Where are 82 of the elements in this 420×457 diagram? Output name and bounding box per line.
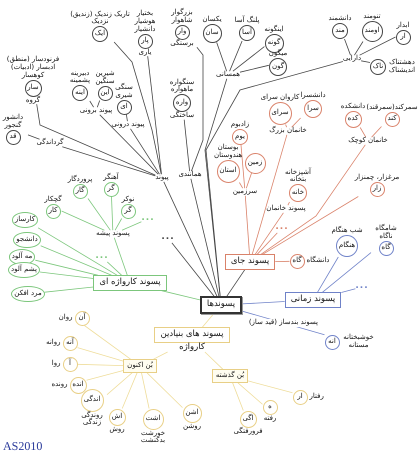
- connector-line: [239, 182, 244, 189]
- connector-line: [288, 202, 290, 206]
- category-box: پسوند کارواژه ای: [93, 275, 167, 291]
- connector-line: [106, 372, 132, 396]
- connector-line: [322, 252, 372, 293]
- connector-line: [86, 370, 124, 381]
- ellipsis-mark: ...: [355, 282, 369, 292]
- ellipsis-mark: ...: [141, 214, 155, 224]
- box-caption: کارواژه: [179, 342, 205, 352]
- connector-line: [202, 313, 214, 328]
- ellipsis-mark: ...: [161, 233, 175, 243]
- connector-line: [114, 42, 162, 175]
- connector-line: [256, 232, 278, 255]
- signature-text: AS2010: [3, 440, 42, 454]
- connector-line: [96, 100, 100, 108]
- connector-line: [190, 178, 220, 297]
- connector-line: [38, 227, 118, 276]
- category-box: پسوند های بنیادین: [154, 327, 230, 343]
- connector-line: [161, 290, 200, 300]
- root-box: پسوندها: [200, 296, 242, 314]
- connector-line: [99, 114, 159, 175]
- connector-line: [232, 46, 265, 72]
- connector-line: [232, 382, 244, 411]
- connector-line: [291, 118, 301, 128]
- connector-line: [163, 181, 218, 297]
- connector-line: [153, 352, 168, 360]
- connector-line: [285, 124, 287, 128]
- connector-line: [191, 46, 204, 172]
- connector-line: [240, 144, 246, 189]
- connector-line: [354, 41, 364, 56]
- connector-line: [262, 196, 359, 255]
- connector-line: [184, 119, 190, 172]
- connector-line: [204, 352, 224, 370]
- connector-line: [248, 380, 293, 394]
- connector-line: [122, 372, 138, 409]
- connector-line: [61, 210, 105, 231]
- connector-line: [40, 272, 94, 279]
- connector-line: [122, 221, 142, 231]
- connector-line: [226, 269, 246, 297]
- connector-line: [229, 40, 242, 72]
- connector-line: [360, 127, 366, 138]
- connector-line: [44, 286, 94, 293]
- connector-line: [274, 260, 290, 262]
- connector-line: [359, 36, 396, 56]
- connector-line: [146, 372, 183, 408]
- connector-line: [238, 382, 263, 405]
- connector-line: [240, 64, 270, 73]
- connector-line: [106, 262, 122, 276]
- connector-line: [36, 104, 156, 176]
- connector-line: [130, 128, 160, 175]
- connector-line: [244, 195, 250, 255]
- category-box: پسوند جای: [224, 254, 276, 270]
- ellipsis-mark: ...: [275, 223, 289, 233]
- connector-line: [371, 126, 382, 138]
- connector-line: [340, 288, 356, 293]
- connector-line: [246, 172, 252, 189]
- connector-line: [89, 100, 94, 108]
- connector-line: [114, 218, 122, 231]
- connector-line: [114, 237, 128, 276]
- connector-line: [344, 38, 351, 56]
- connector-line: [260, 144, 366, 255]
- connector-line: [28, 134, 40, 140]
- connector-line: [62, 146, 156, 176]
- connector-line: [111, 196, 114, 231]
- connector-line: [40, 245, 112, 276]
- ellipsis-mark: ...: [95, 252, 109, 262]
- connector-line: [88, 198, 111, 231]
- connector-line: [242, 301, 286, 304]
- connector-line: [216, 42, 228, 72]
- connector-line: [360, 60, 370, 63]
- connector-line: [206, 61, 344, 297]
- connector-line: [147, 56, 162, 175]
- connector-line: [317, 256, 339, 293]
- connector-line: [252, 134, 288, 255]
- category-box: پسوند زمانی: [284, 292, 342, 308]
- connector-line: [77, 347, 124, 362]
- connector-line: [77, 364, 124, 366]
- connector-line: [141, 372, 150, 409]
- connector-line: [34, 260, 98, 276]
- connector-line: [84, 325, 131, 360]
- connector-line: [254, 212, 284, 255]
- connector-line: [172, 242, 214, 297]
